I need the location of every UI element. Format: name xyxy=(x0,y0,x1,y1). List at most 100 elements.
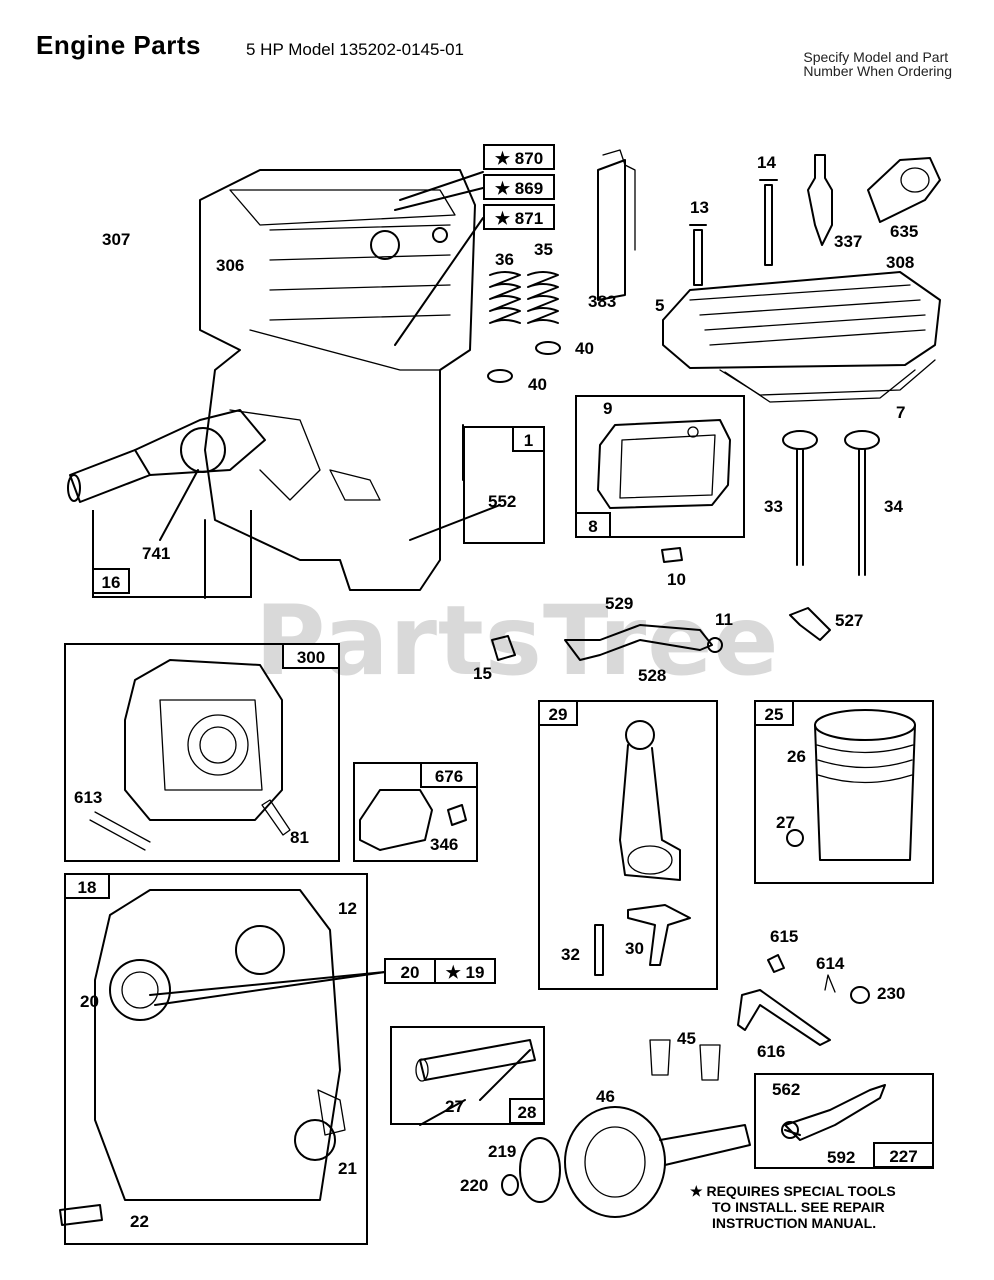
part-label-15: 15 xyxy=(473,664,492,683)
page-title: Engine Parts xyxy=(36,30,201,60)
part-label-613: 613 xyxy=(74,788,103,807)
spark-plug-drawing xyxy=(807,154,833,246)
head-bolts-drawing xyxy=(689,179,778,286)
boxed-label-227: 227 xyxy=(873,1142,934,1168)
part-label-30: 30 xyxy=(625,939,644,958)
boxed-label-18: 18 xyxy=(64,873,110,899)
model-subtitle: 5 HP Model 135202-0145-01 xyxy=(246,40,465,59)
part-label-383: 383 xyxy=(588,292,617,311)
kit-frame-300 xyxy=(64,643,340,862)
kit-frame-676 xyxy=(353,762,478,862)
part-label-33: 33 xyxy=(764,497,783,516)
breather-cover-drawing xyxy=(597,419,731,509)
part-label-36: 36 xyxy=(495,250,514,269)
part-label-81: 81 xyxy=(290,828,309,847)
breather-tube-drawing xyxy=(597,149,636,301)
part-label-616: 616 xyxy=(757,1042,786,1061)
part-label-337: 337 xyxy=(834,232,863,251)
boxed-label-25: 25 xyxy=(754,700,794,726)
valves-drawing xyxy=(782,430,880,576)
kit-frame-227 xyxy=(754,1073,934,1169)
boxed-label-870: ★ 870 xyxy=(483,144,555,170)
star-icon: ★ xyxy=(690,1183,703,1199)
part-label-741: 741 xyxy=(142,544,171,563)
governor-lever-drawing xyxy=(781,1084,886,1141)
piston-drawing xyxy=(786,709,916,861)
part-label-219: 219 xyxy=(488,1142,517,1161)
piston-pin-drawing xyxy=(415,1039,536,1082)
boxed-label-20: 20 xyxy=(384,958,436,984)
footnote-line2: TO INSTALL. SEE REPAIR xyxy=(712,1199,885,1215)
part-label-230: 230 xyxy=(877,984,906,1003)
muffler-drawing xyxy=(89,659,291,851)
kit-frame-16 xyxy=(92,510,252,598)
boxed-label-871: ★ 871 xyxy=(483,204,555,230)
ordering-note-line1: Specify Model and Part xyxy=(803,49,949,65)
part-label-614: 614 xyxy=(816,954,845,973)
boxed-label-28: 28 xyxy=(509,1098,545,1124)
boxed-label-676: 676 xyxy=(420,762,478,788)
screw-10-drawing xyxy=(661,547,683,563)
connecting-rod-drawing xyxy=(594,720,691,976)
part-label-13: 13 xyxy=(690,198,709,217)
part-label-26: 26 xyxy=(787,747,806,766)
special-tools-footnote: ★ REQUIRES SPECIAL TOOLS TO INSTALL. SEE… xyxy=(690,1183,896,1231)
footnote-line1: ★ REQUIRES SPECIAL TOOLS xyxy=(690,1183,896,1199)
dowel-15-drawing xyxy=(491,635,516,661)
boxed-label-1: 1 xyxy=(512,426,545,452)
ordering-note: Specify Model and Part Number When Order… xyxy=(803,50,952,78)
part-label-592: 592 xyxy=(827,1148,856,1167)
part-label-308: 308 xyxy=(886,253,915,272)
part-label-21: 21 xyxy=(338,1159,357,1178)
part-label-27-piston: 27 xyxy=(776,813,795,832)
kit-frame-18 xyxy=(64,873,368,1245)
muffler-guard-drawing xyxy=(359,789,467,851)
breather-hose-drawing xyxy=(564,624,723,661)
crankshaft-drawing xyxy=(67,409,321,503)
kit-frame-1 xyxy=(463,426,545,544)
part-label-307: 307 xyxy=(102,230,131,249)
part-label-40-lower: 40 xyxy=(528,375,547,394)
part-label-635: 635 xyxy=(890,222,919,241)
part-label-22: 22 xyxy=(130,1212,149,1231)
kit-frame-29 xyxy=(538,700,718,990)
footnote-line1-text: REQUIRES SPECIAL TOOLS xyxy=(706,1183,896,1199)
part-label-12: 12 xyxy=(338,899,357,918)
part-label-5: 5 xyxy=(655,296,665,315)
boxed-label-19: ★ 19 xyxy=(434,958,496,984)
part-label-7: 7 xyxy=(896,403,906,422)
part-label-9: 9 xyxy=(603,399,613,418)
boxed-label-8: 8 xyxy=(575,512,611,538)
footnote-line3: INSTRUCTION MANUAL. xyxy=(712,1215,877,1231)
cylinder-block-drawing xyxy=(199,169,476,591)
boxed-label-300: 300 xyxy=(282,643,340,669)
part-label-306: 306 xyxy=(216,256,245,275)
part-label-40-upper: 40 xyxy=(575,339,594,358)
part-label-32: 32 xyxy=(561,945,580,964)
part-label-27-pin: 27 xyxy=(445,1097,464,1116)
boxed-label-869: ★ 869 xyxy=(483,174,555,200)
part-label-11: 11 xyxy=(715,610,733,629)
governor-small-parts-drawing xyxy=(737,954,870,1046)
part-label-346: 346 xyxy=(430,835,459,854)
part-label-562: 562 xyxy=(772,1080,801,1099)
leader-lines xyxy=(149,171,801,1136)
part-label-529: 529 xyxy=(605,594,634,613)
part-label-35: 35 xyxy=(534,240,553,259)
spark-plug-boot-drawing xyxy=(867,157,941,223)
boxed-label-16: 16 xyxy=(92,568,130,594)
part-label-34: 34 xyxy=(884,497,903,516)
kit-frame-8 xyxy=(575,395,745,538)
ordering-note-line2: Number When Ordering xyxy=(803,63,952,79)
boxed-label-29: 29 xyxy=(538,700,578,726)
part-label-46: 46 xyxy=(596,1087,615,1106)
part-label-527: 527 xyxy=(835,611,864,630)
kit-frame-25 xyxy=(754,700,934,884)
part-label-45: 45 xyxy=(677,1029,696,1048)
camshaft-gear-drawing xyxy=(501,1039,751,1218)
part-label-20: 20 xyxy=(80,992,99,1011)
part-label-220: 220 xyxy=(460,1176,489,1195)
kit-frame-28 xyxy=(390,1026,545,1125)
